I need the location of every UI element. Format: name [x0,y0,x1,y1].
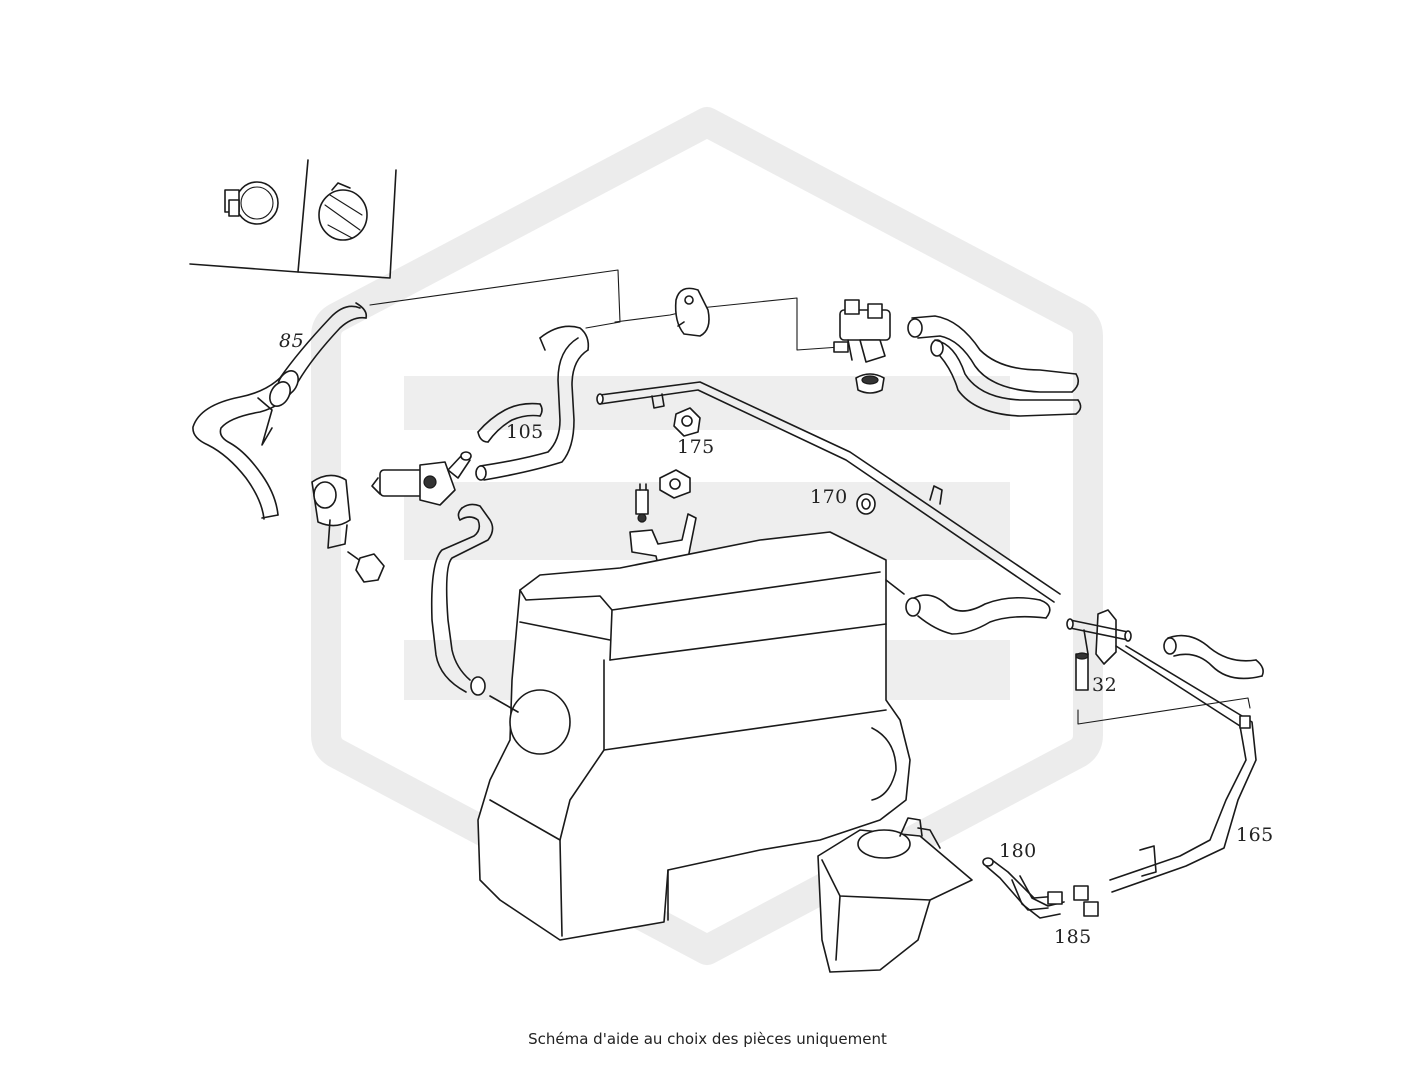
bracket-grommet [311,474,351,549]
upper-heater-hose [475,325,590,481]
bolt [347,551,385,583]
hose-105 [477,402,543,443]
temperature-sensor [635,483,649,523]
bracket-line-right [1077,697,1251,725]
callout-175: 175 [677,436,715,458]
bypass-hose [885,579,1051,635]
disclaimer-caption: Schéma d'aide au choix des pièces unique… [528,1030,887,1048]
heater-control-valve [833,299,891,363]
hex-nut [659,469,691,499]
metal-coolant-pipe [596,381,1061,603]
coolant-expansion-tank [817,817,973,973]
valve-mount-cap [855,373,885,394]
hose-85 [192,302,368,520]
callout-185: 185 [1054,926,1092,948]
callout-180: 180 [999,840,1037,862]
pipe-180 [982,857,1059,911]
callout-105: 105 [506,421,544,443]
callout-165: 165 [1236,824,1274,846]
clamp-inset-box [189,159,397,279]
lower-radiator-hose [430,503,494,696]
t-connector-32 [1066,609,1132,691]
return-hose [1163,634,1264,680]
callout-170: 170 [810,486,848,508]
electric-water-pump [371,451,472,506]
pipe-185 [1011,875,1099,919]
hose-clamp-spring-type [318,182,368,241]
plug-170 [856,493,876,515]
callout-85: 85 [279,330,305,352]
nut-175 [673,407,701,437]
hose-clamp-screw-type [224,181,279,225]
engine-block [477,531,911,941]
bracket-line-top [369,269,841,351]
callout-32: 32 [1092,674,1118,696]
heater-hose-pair [907,315,1082,417]
pipe-165 [1109,645,1257,893]
heater-valve-grommet [674,287,710,337]
